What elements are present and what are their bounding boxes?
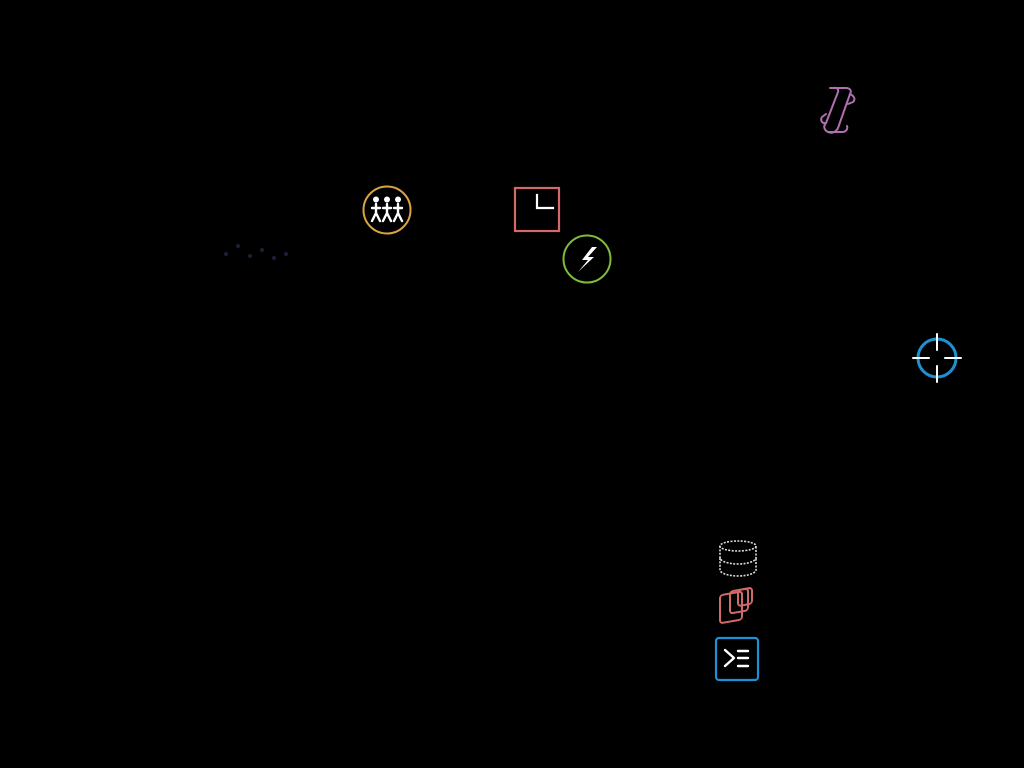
lightning-icon[interactable] [561,233,613,285]
people-group-icon[interactable] [361,184,413,236]
clock-square-icon[interactable] [513,186,561,233]
layers-icon[interactable] [716,586,760,630]
crosshair-icon[interactable] [910,331,964,385]
faint-dots-icon [216,236,296,272]
scroll-icon[interactable] [816,84,858,136]
database-icon[interactable] [716,538,760,582]
terminal-icon[interactable] [714,636,760,682]
